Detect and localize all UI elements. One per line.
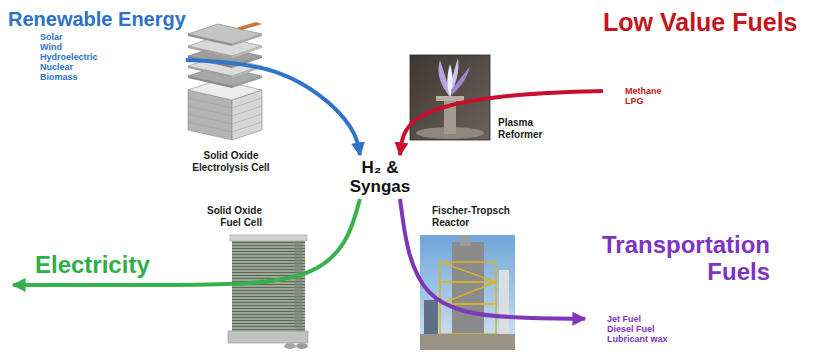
list-item: Hydroelectric [40,52,186,62]
list-item: Diesel Fuel [607,324,770,334]
soec-illustration [188,22,262,140]
component-label: Solid Oxide Fuel Cell [190,205,262,229]
list-item: Methane [625,86,798,96]
source-group: Renewable EnergySolarWindHydroelectricNu… [8,8,186,82]
fischer-tropsch-photo [420,235,515,350]
heading-text: Renewable Energy [8,8,186,30]
plasma-reformer-photo [410,55,490,140]
flow-arrow [13,199,360,285]
list-item: Solar [40,32,186,42]
heading-text: Electricity [35,252,150,279]
source-group: Low Value FuelsMethaneLPG [603,8,798,106]
heading-text: H₂ & Syngas [345,158,415,196]
flow-arrow [400,199,585,319]
flow-arrow [186,60,360,155]
sofc-photo [228,235,308,349]
flow-arrow [400,91,603,155]
output-group: Electricity [13,252,150,279]
list-item: Wind [40,42,186,52]
output-group: Transportation FuelsJet FuelDiesel FuelL… [585,232,770,344]
list-item: Biomass [40,72,186,82]
heading-text: Low Value Fuels [603,8,798,36]
component-label: Solid Oxide Electrolysis Cell [185,150,277,174]
list-item: Lubricant wax [607,334,770,344]
component-label: Plasma Reformer [498,117,560,141]
list-item: Jet Fuel [607,314,770,324]
list-item: LPG [625,96,798,106]
component-label: Fischer-Tropsch Reactor [432,205,524,229]
list-item: Nuclear [40,62,186,72]
hub-node: H₂ & Syngas [345,158,415,196]
heading-text: Transportation Fuels [585,232,770,286]
